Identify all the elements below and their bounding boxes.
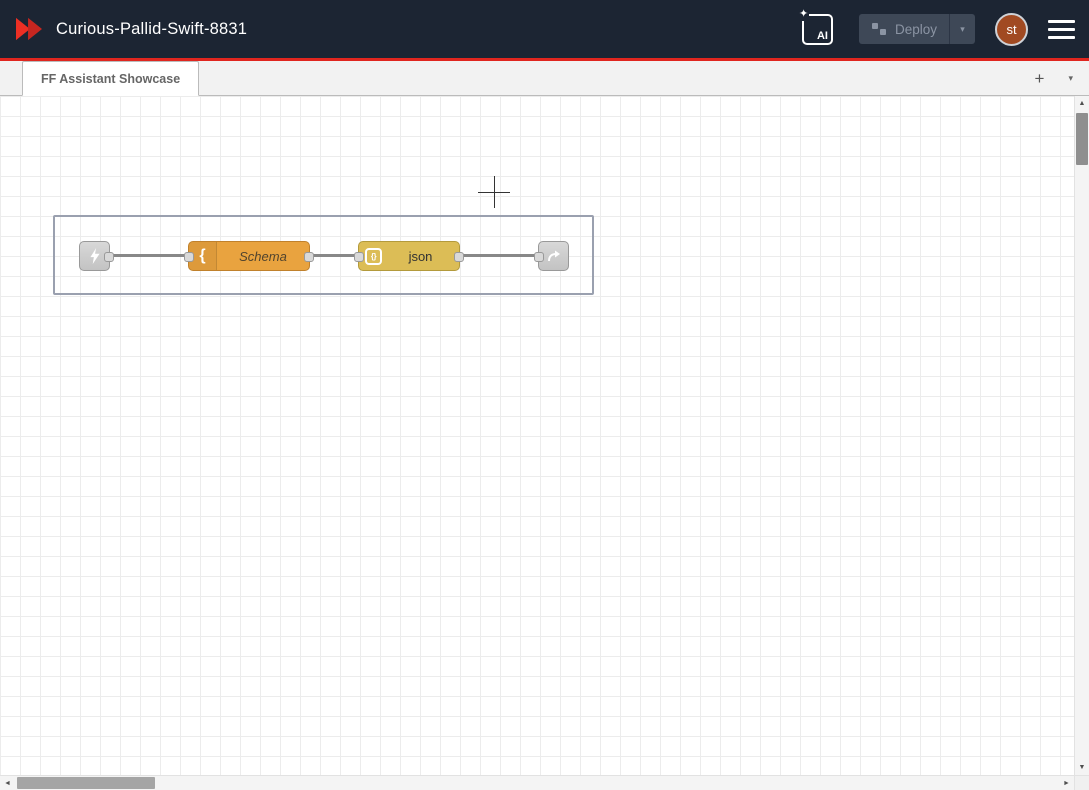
deploy-options-caret[interactable]: ▾ bbox=[949, 14, 975, 44]
tab-label: FF Assistant Showcase bbox=[41, 71, 181, 86]
header-accent-line bbox=[0, 58, 1089, 61]
flowfuse-logo-icon[interactable] bbox=[14, 15, 44, 43]
ai-assistant-button[interactable]: ✦ AI bbox=[797, 7, 833, 45]
vertical-scrollbar[interactable]: ▲ ▼ bbox=[1074, 96, 1089, 775]
deploy-button-group: Deploy ▾ bbox=[858, 14, 975, 44]
tab-actions: + ▾ bbox=[1019, 61, 1089, 95]
scroll-right-arrow-icon[interactable]: ► bbox=[1063, 779, 1070, 787]
scrollbar-corner bbox=[1074, 775, 1089, 790]
flow-list-menu-button[interactable]: ▾ bbox=[1068, 72, 1073, 83]
link-out-arrow-icon bbox=[547, 250, 560, 262]
json-braces-icon: {} bbox=[365, 247, 382, 265]
wire-linkin-schema[interactable] bbox=[106, 254, 192, 257]
wire-schema-json[interactable] bbox=[306, 254, 362, 257]
page-title: Curious-Pallid-Swift-8831 bbox=[56, 19, 248, 38]
horizontal-scrollbar[interactable]: ◄ ► bbox=[0, 775, 1074, 790]
avatar-initials: st bbox=[1006, 21, 1017, 37]
header-actions: ✦ AI Deploy ▾ st bbox=[797, 7, 1075, 46]
input-port[interactable] bbox=[354, 252, 364, 262]
sparkle-icon: ✦ bbox=[797, 7, 810, 21]
json-node[interactable]: {} json bbox=[354, 241, 464, 271]
horizontal-scrollbar-thumb[interactable] bbox=[17, 777, 155, 789]
node-label: Schema bbox=[239, 248, 287, 264]
deploy-button[interactable]: Deploy bbox=[859, 14, 949, 44]
schema-node[interactable]: { Schema bbox=[184, 241, 314, 271]
scroll-down-arrow-icon[interactable]: ▼ bbox=[1078, 764, 1086, 771]
node-group[interactable] bbox=[53, 215, 594, 295]
add-flow-button[interactable]: + bbox=[1034, 68, 1045, 88]
app-header: Curious-Pallid-Swift-8831 ✦ AI Deploy ▾ … bbox=[0, 0, 1089, 58]
hamburger-icon bbox=[1048, 19, 1075, 23]
bolt-icon bbox=[89, 248, 100, 264]
chevron-down-icon: ▾ bbox=[960, 23, 965, 34]
wire-json-linkout[interactable] bbox=[456, 254, 542, 257]
input-port[interactable] bbox=[534, 252, 544, 262]
main-menu-button[interactable] bbox=[1048, 19, 1075, 39]
deploy-icon bbox=[871, 23, 886, 35]
tab-ff-assistant-showcase[interactable]: FF Assistant Showcase bbox=[22, 61, 200, 96]
scroll-up-arrow-icon[interactable]: ▲ bbox=[1078, 100, 1086, 107]
scroll-left-arrow-icon[interactable]: ◄ bbox=[4, 779, 11, 787]
flow-tab-bar: FF Assistant Showcase + ▾ bbox=[0, 61, 1089, 96]
output-port[interactable] bbox=[454, 252, 464, 262]
input-port[interactable] bbox=[184, 252, 194, 262]
deploy-button-label: Deploy bbox=[894, 21, 937, 37]
user-avatar[interactable]: st bbox=[995, 12, 1028, 46]
flow-canvas[interactable]: { Schema {} json ▲ ▼ ◄ ► bbox=[0, 96, 1089, 790]
output-port[interactable] bbox=[304, 252, 314, 262]
link-in-node[interactable] bbox=[79, 241, 114, 271]
output-port[interactable] bbox=[104, 252, 114, 262]
crosshair-cursor bbox=[478, 192, 510, 193]
vertical-scrollbar-thumb[interactable] bbox=[1076, 113, 1088, 165]
node-label: json bbox=[408, 248, 433, 264]
link-out-node[interactable] bbox=[534, 241, 569, 271]
ai-button-label: AI bbox=[816, 29, 828, 42]
